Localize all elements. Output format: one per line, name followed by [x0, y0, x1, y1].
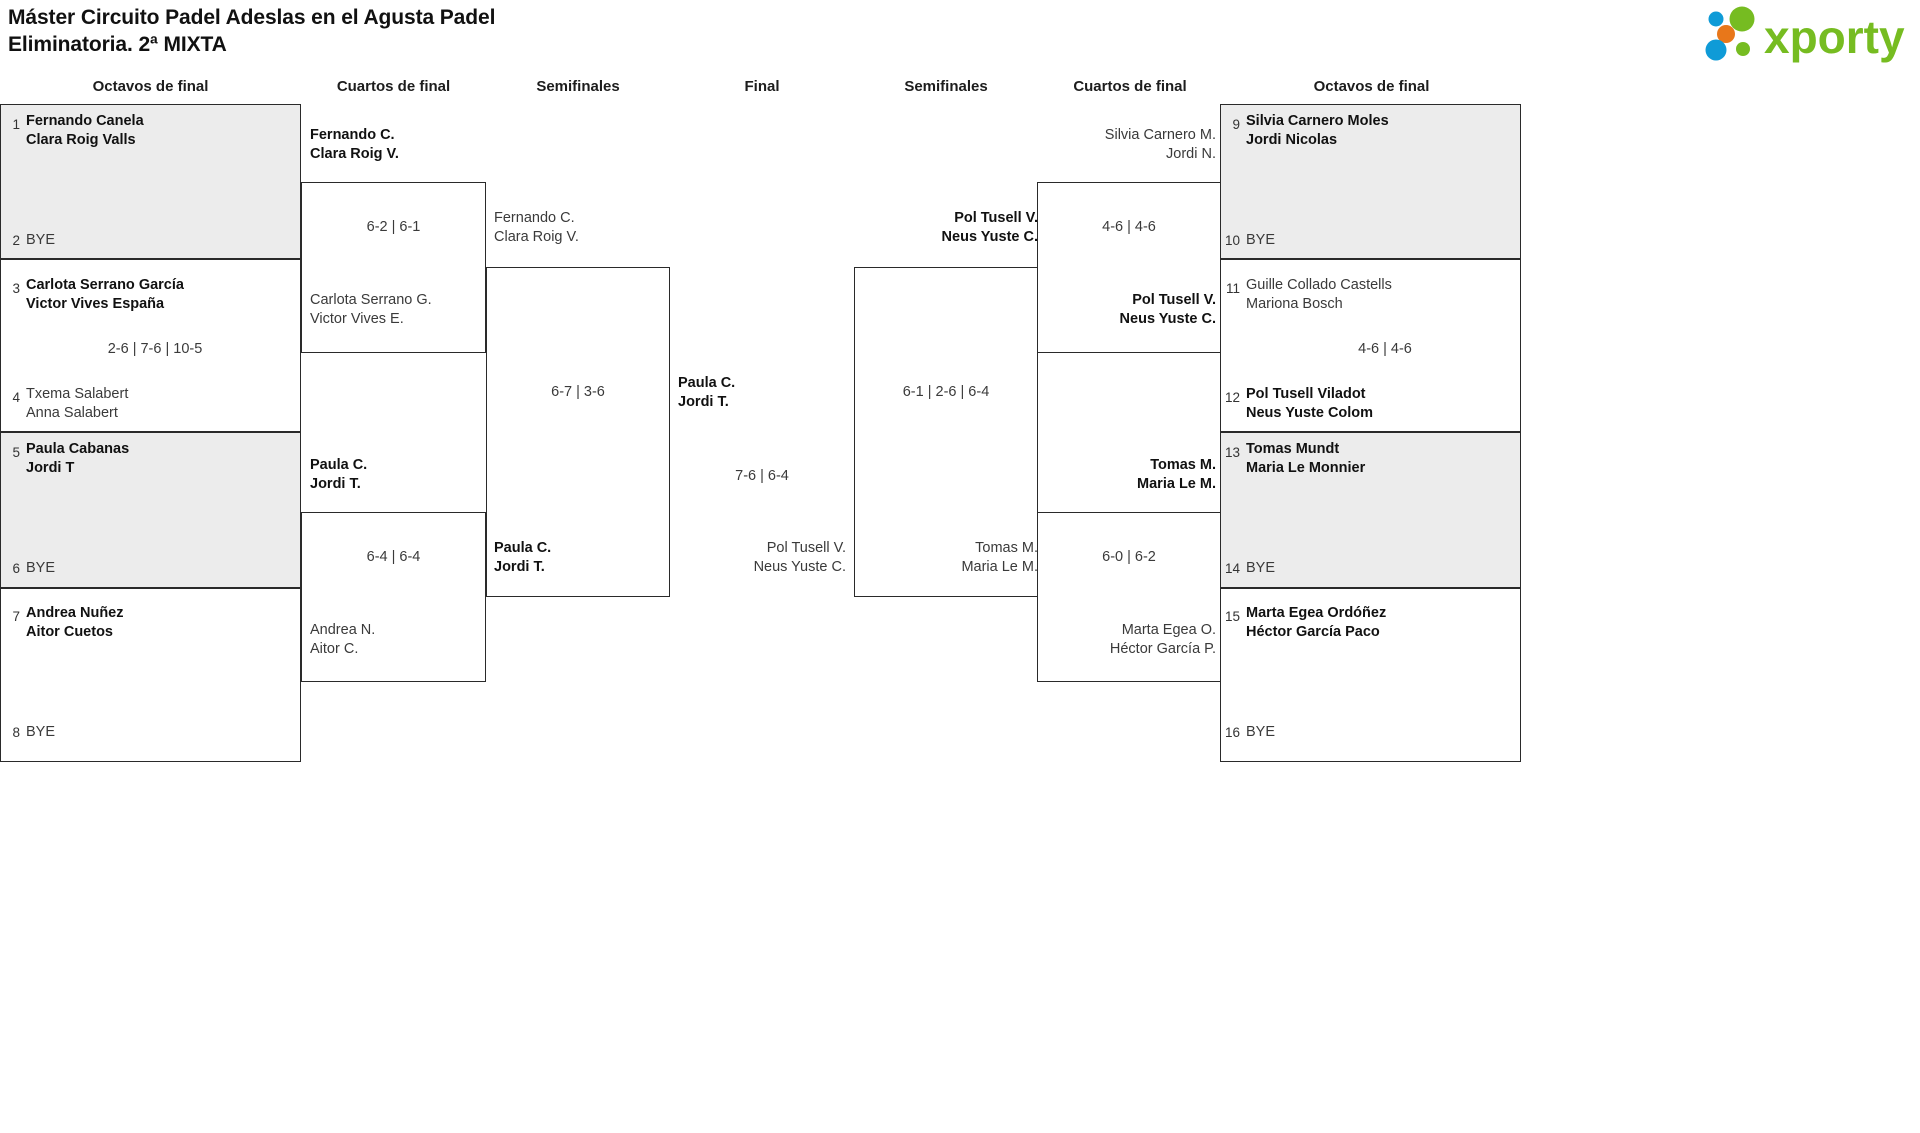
semifinal-right-match[interactable]	[854, 267, 1038, 597]
seed-number: 8	[12, 725, 20, 740]
octavos-right-seed-10[interactable]: 10 BYE	[1224, 231, 1519, 250]
octavos-right-score-2: 4-6 | 4-6	[1358, 341, 1412, 357]
octavos-left-seed-3[interactable]: 3 Carlota Serrano García Victor Vives Es…	[4, 276, 299, 314]
xporty-logo: xporty	[1702, 6, 1912, 64]
cuartos-right-match-1[interactable]	[1037, 182, 1222, 353]
seed-names: BYE	[1246, 232, 1276, 248]
round-header-cuartos-right: Cuartos de final	[1073, 78, 1187, 95]
octavos-left-seed-5[interactable]: 5 Paula Cabanas Jordi T	[4, 440, 299, 478]
seed-number: 4	[12, 390, 20, 405]
octavos-left-match-4[interactable]	[0, 588, 301, 762]
semifinal-right-score: 6-1 | 2-6 | 6-4	[902, 384, 990, 400]
final-left-finalist: Paula C. Jordi T.	[678, 375, 736, 410]
cuartos-right-score-1: 4-6 | 4-6	[1102, 219, 1156, 235]
semifinal-left-score: 6-7 | 3-6	[551, 384, 605, 400]
octavos-right-match-4[interactable]	[1220, 588, 1521, 762]
cuartos-right-1-top-team: Silvia Carnero M. Jordi N.	[1104, 127, 1216, 162]
cuartos-left-1-top-team: Fernando C. Clara Roig V.	[310, 127, 399, 162]
round-header-cuartos-left: Cuartos de final	[336, 78, 451, 95]
page-header: Máster Circuito Padel Adeslas en el Agus…	[0, 0, 1920, 75]
cuartos-right-2-bottom-team: Marta Egea O. Héctor García P.	[1109, 622, 1216, 657]
semifinal-right-bottom-team: Tomas M. Maria Le M.	[961, 540, 1038, 575]
round-header-octavos-left: Octavos de final	[92, 78, 209, 95]
cuartos-left-match-1[interactable]	[301, 182, 486, 353]
octavos-left-match-3[interactable]	[0, 432, 301, 588]
semifinal-left-match[interactable]	[486, 267, 670, 597]
seed-names: Txema Salabert Anna Salabert	[26, 386, 129, 421]
seed-names: Silvia Carnero Moles Jordi Nicolas	[1246, 113, 1389, 148]
seed-number: 14	[1224, 561, 1240, 576]
semifinal-left-top-team: Fernando C. Clara Roig V.	[494, 210, 579, 245]
cuartos-left-match-2[interactable]	[301, 512, 486, 682]
semifinal-right-top-team: Pol Tusell V. Neus Yuste C.	[941, 210, 1038, 245]
octavos-right-seed-11[interactable]: 11 Guille Collado Castells Mariona Bosch	[1224, 276, 1519, 314]
seed-names: Andrea Nuñez Aitor Cuetos	[26, 605, 124, 640]
octavos-right-seed-15[interactable]: 15 Marta Egea Ordóñez Héctor García Paco	[1224, 604, 1519, 642]
octavos-right-seed-13[interactable]: 13 Tomas Mundt Maria Le Monnier	[1224, 440, 1519, 478]
seed-number: 16	[1224, 725, 1240, 740]
seed-number: 15	[1224, 609, 1240, 624]
octavos-left-seed-8[interactable]: 8 BYE	[4, 723, 299, 742]
seed-names: BYE	[26, 560, 56, 576]
octavos-left-seed-1[interactable]: 1 Fernando Canela Clara Roig Valls	[4, 112, 299, 150]
cuartos-left-2-top-team: Paula C. Jordi T.	[310, 457, 368, 492]
seed-number: 10	[1224, 233, 1240, 248]
seed-names: BYE	[26, 724, 56, 740]
octavos-left-score-2: 2-6 | 7-6 | 10-5	[107, 341, 203, 357]
cuartos-right-2-top-team: Tomas M. Maria Le M.	[1137, 457, 1216, 492]
seed-names: Paula Cabanas Jordi T	[26, 441, 130, 476]
round-header-semis-right: Semifinales	[904, 78, 988, 95]
seed-names: Marta Egea Ordóñez Héctor García Paco	[1246, 605, 1387, 640]
seed-number: 1	[12, 117, 20, 132]
connector-left-semi-to-final	[669, 267, 671, 597]
final-score: 7-6 | 6-4	[735, 468, 789, 484]
seed-names: Pol Tusell Viladot Neus Yuste Colom	[1246, 386, 1374, 421]
octavos-left-seed-7[interactable]: 7 Andrea Nuñez Aitor Cuetos	[4, 604, 299, 642]
cuartos-right-match-2[interactable]	[1037, 512, 1222, 682]
octavos-left-match-2[interactable]	[0, 259, 301, 432]
octavos-left-seed-2[interactable]: 2 BYE	[4, 231, 299, 250]
cuartos-left-2-bottom-team: Andrea N. Aitor C.	[310, 622, 376, 657]
octavos-right-match-2[interactable]	[1220, 259, 1521, 432]
seed-number: 6	[12, 561, 20, 576]
seed-names: BYE	[1246, 724, 1276, 740]
octavos-right-seed-12[interactable]: 12 Pol Tusell Viladot Neus Yuste Colom	[1224, 385, 1519, 423]
octavos-right-seed-16[interactable]: 16 BYE	[1224, 723, 1519, 742]
octavos-right-seed-9[interactable]: 9 Silvia Carnero Moles Jordi Nicolas	[1224, 112, 1519, 150]
seed-number: 5	[12, 445, 20, 460]
octavos-left-seed-4[interactable]: 4 Txema Salabert Anna Salabert	[4, 385, 299, 423]
seed-names: BYE	[1246, 560, 1276, 576]
seed-number: 3	[12, 281, 20, 296]
round-header-octavos-right: Octavos de final	[1313, 78, 1430, 95]
octavos-right-seed-14[interactable]: 14 BYE	[1224, 559, 1519, 578]
svg-text:xporty: xporty	[1764, 11, 1905, 63]
cuartos-right-1-bottom-team: Pol Tusell V. Neus Yuste C.	[1119, 292, 1216, 327]
octavos-right-match-3[interactable]	[1220, 432, 1521, 588]
cuartos-left-score-1: 6-2 | 6-1	[366, 219, 421, 235]
semifinal-left-bottom-team: Paula C. Jordi T.	[494, 540, 552, 575]
round-header-semis-left: Semifinales	[536, 78, 620, 95]
seed-names: Carlota Serrano García Victor Vives Espa…	[26, 277, 184, 312]
seed-names: Fernando Canela Clara Roig Valls	[26, 113, 144, 148]
seed-number: 11	[1225, 281, 1240, 296]
seed-names: BYE	[26, 232, 56, 248]
octavos-left-match-1[interactable]	[0, 104, 301, 259]
seed-number: 2	[12, 233, 20, 248]
seed-number: 7	[12, 609, 20, 624]
cuartos-left-1-bottom-team: Carlota Serrano G. Victor Vives E.	[310, 292, 432, 327]
octavos-left-seed-6[interactable]: 6 BYE	[4, 559, 299, 578]
page-title: Máster Circuito Padel Adeslas en el Agus…	[8, 6, 496, 56]
seed-number: 13	[1224, 445, 1240, 460]
seed-names: Guille Collado Castells Mariona Bosch	[1246, 277, 1392, 312]
cuartos-right-score-2: 6-0 | 6-2	[1102, 549, 1156, 565]
final-right-finalist: Pol Tusell V. Neus Yuste C.	[753, 540, 846, 575]
seed-names: Tomas Mundt Maria Le Monnier	[1246, 441, 1366, 476]
octavos-right-match-1[interactable]	[1220, 104, 1521, 259]
seed-number: 12	[1224, 390, 1240, 405]
round-header-final: Final	[744, 78, 780, 95]
seed-number: 9	[1232, 117, 1240, 132]
connector-right-semi-to-final	[854, 267, 856, 597]
cuartos-left-score-2: 6-4 | 6-4	[366, 549, 421, 565]
